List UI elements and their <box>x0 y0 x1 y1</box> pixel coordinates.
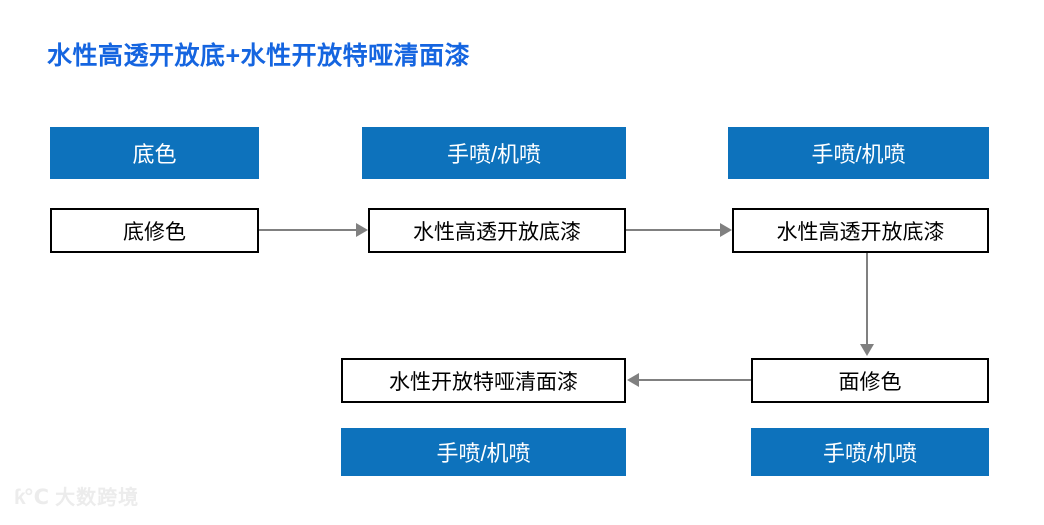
process-label: 底修色 <box>123 220 186 244</box>
caption-label: 手喷/机喷 <box>811 142 906 167</box>
process-label: 水性高透开放底漆 <box>413 220 581 244</box>
arrow-step2-to-step3-icon <box>720 223 732 237</box>
connector-line-2 <box>626 229 721 231</box>
process-box-primer-2[interactable]: 水性高透开放底漆 <box>732 208 989 253</box>
arrow-step3-to-step4-icon <box>860 344 874 356</box>
arrow-step4-to-step5-icon <box>627 373 639 387</box>
caption-label: 手喷/机喷 <box>446 142 542 167</box>
process-box-topcoat[interactable]: 水性开放特哑清面漆 <box>341 358 626 403</box>
caption-box-spray-1: 手喷/机喷 <box>362 127 626 179</box>
process-label: 水性高透开放底漆 <box>776 220 945 244</box>
caption-label: 手喷/机喷 <box>822 441 918 466</box>
process-box-primer-1[interactable]: 水性高透开放底漆 <box>368 208 626 253</box>
connector-line-3 <box>866 253 868 345</box>
watermark-text: 大数跨境 <box>55 486 140 509</box>
process-box-surface-touchup[interactable]: 面修色 <box>751 358 989 403</box>
caption-label: 底色 <box>132 142 177 167</box>
page-title: 水性高透开放底+水性开放特哑清面漆 <box>47 42 471 70</box>
arrow-step1-to-step2-icon <box>356 223 368 237</box>
caption-box-base-color: 底色 <box>50 127 259 179</box>
connector-line-4 <box>638 379 751 381</box>
process-label: 水性开放特哑清面漆 <box>389 370 578 394</box>
watermark: ƙ℃ 大数跨境 <box>14 487 139 508</box>
process-label: 面修色 <box>838 370 902 394</box>
caption-box-spray-4: 手喷/机喷 <box>751 428 989 476</box>
process-box-base-touchup[interactable]: 底修色 <box>50 208 259 253</box>
caption-box-spray-2: 手喷/机喷 <box>728 127 989 179</box>
caption-box-spray-3: 手喷/机喷 <box>341 428 626 476</box>
connector-line-1 <box>259 229 357 231</box>
watermark-logo-icon: ƙ℃ <box>14 486 49 509</box>
caption-label: 手喷/机喷 <box>436 441 531 466</box>
